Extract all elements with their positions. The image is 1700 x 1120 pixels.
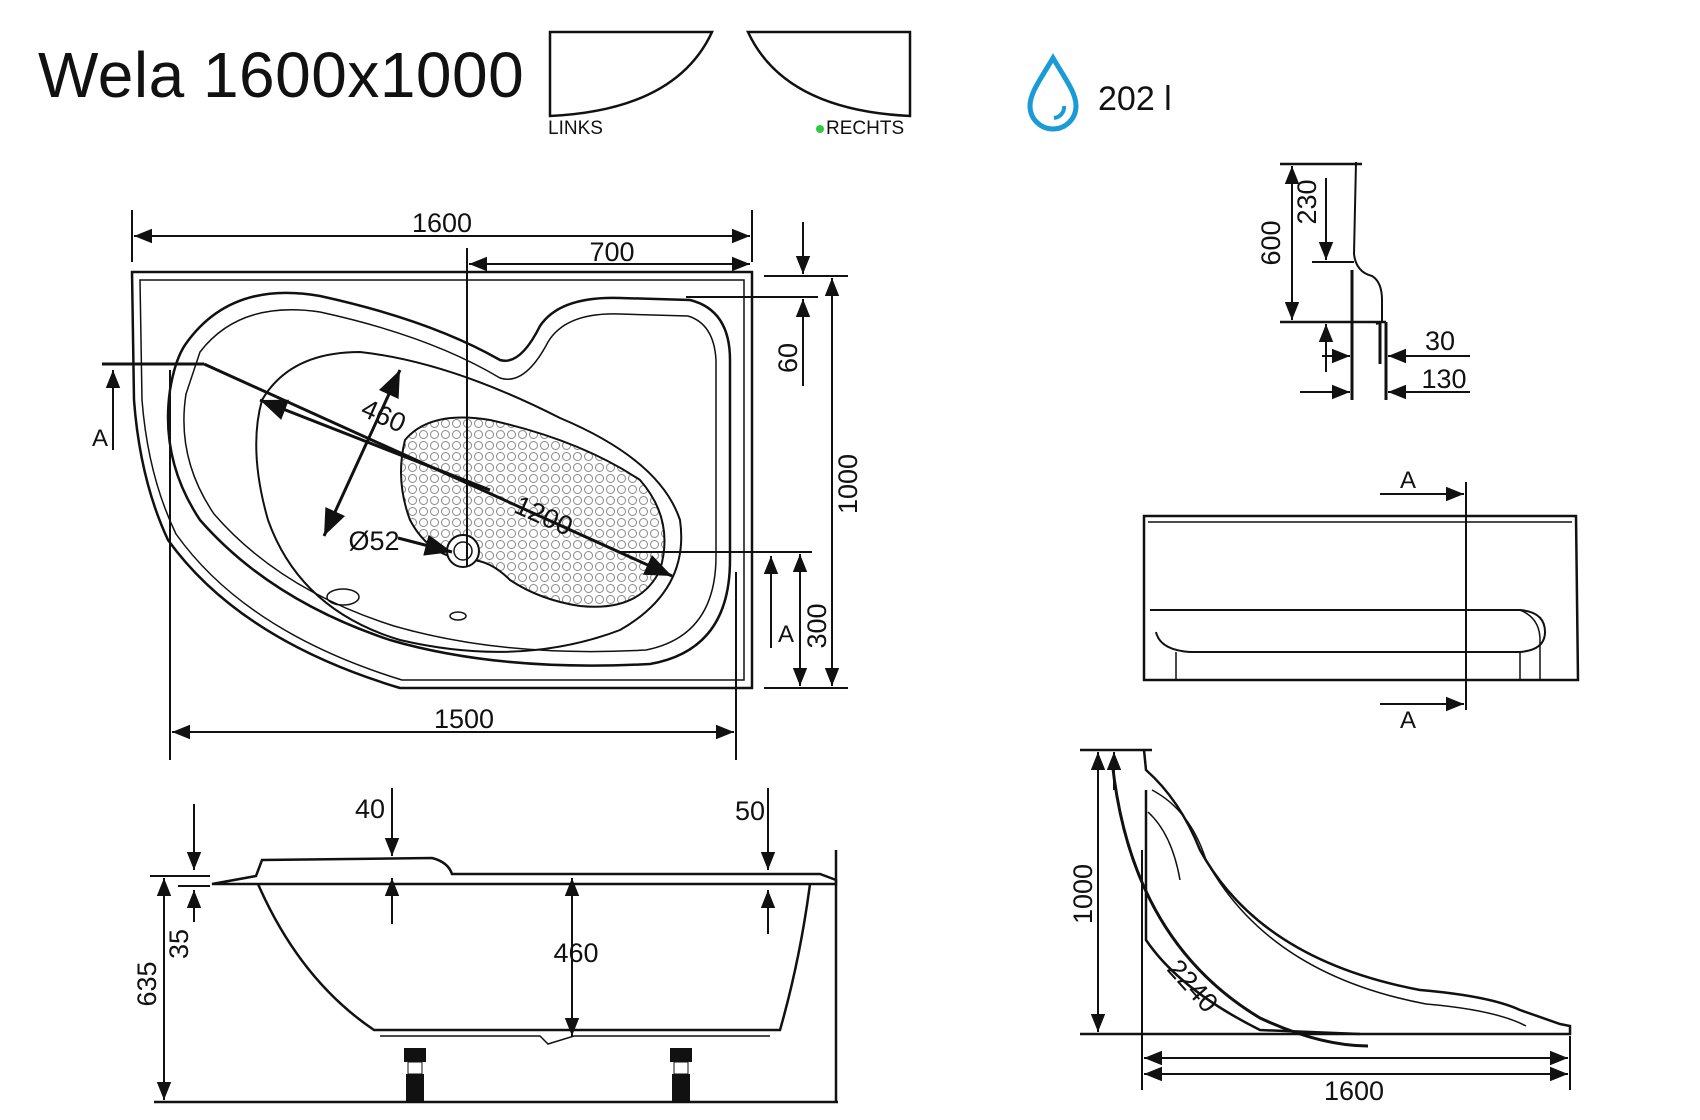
variant-left-icon[interactable] <box>548 30 714 118</box>
curved-panel-view: 1000 2240 1600 <box>1068 748 1572 1106</box>
plan-view: 1600 700 1000 60 300 1500 460 1200 Ø52 A… <box>92 208 863 760</box>
plan-section-mark-left: A <box>92 425 108 452</box>
front-section-mark-top: A <box>1400 467 1416 494</box>
curve-length-label: 1600 <box>1324 1076 1384 1106</box>
plan-width-label: 1600 <box>412 208 472 238</box>
profile-top-label: 230 <box>1292 179 1322 224</box>
variant-right-icon[interactable] <box>746 30 912 118</box>
plan-bottom-label: 1500 <box>434 704 494 734</box>
foot-right-icon <box>670 1048 692 1102</box>
curve-height-label: 1000 <box>1068 864 1098 924</box>
plan-offset-label: 700 <box>589 237 634 267</box>
plan-seat-label: 460 <box>357 393 410 439</box>
plan-section-mark-right: A <box>778 621 794 648</box>
profile-overlap-label: 130 <box>1421 364 1466 394</box>
water-drop-icon <box>1027 53 1079 132</box>
foot-left-icon <box>404 1048 426 1102</box>
product-title: Wela 1600x1000 <box>38 39 525 111</box>
front-section-mark-bottom: A <box>1400 707 1416 734</box>
side-rim-step-label: 35 <box>164 929 194 959</box>
variant-right-label: RECHTS <box>826 118 905 139</box>
profile-gap-label: 30 <box>1425 326 1455 356</box>
panel-profile: 600 230 30 130 <box>1256 161 1470 400</box>
plan-drain-offset-label: 300 <box>802 603 832 648</box>
profile-height-label: 600 <box>1256 220 1286 265</box>
selected-indicator-dot <box>816 125 824 133</box>
side-view: 40 50 460 35 635 <box>132 788 838 1104</box>
overflow-icon <box>326 588 360 606</box>
variant-left-label: LINKS <box>548 118 603 139</box>
plan-rim-label: 60 <box>773 343 803 373</box>
side-inner-depth-label: 460 <box>553 938 598 968</box>
plan-drain-label: Ø52 <box>348 526 399 556</box>
side-armrest-label: 40 <box>355 794 385 824</box>
side-rim-label: 50 <box>735 796 765 826</box>
plan-depth-label: 1000 <box>833 454 863 514</box>
front-panel-view: A A <box>1142 467 1580 734</box>
side-height-label: 635 <box>132 961 162 1006</box>
volume-label: 202 l <box>1098 80 1172 118</box>
